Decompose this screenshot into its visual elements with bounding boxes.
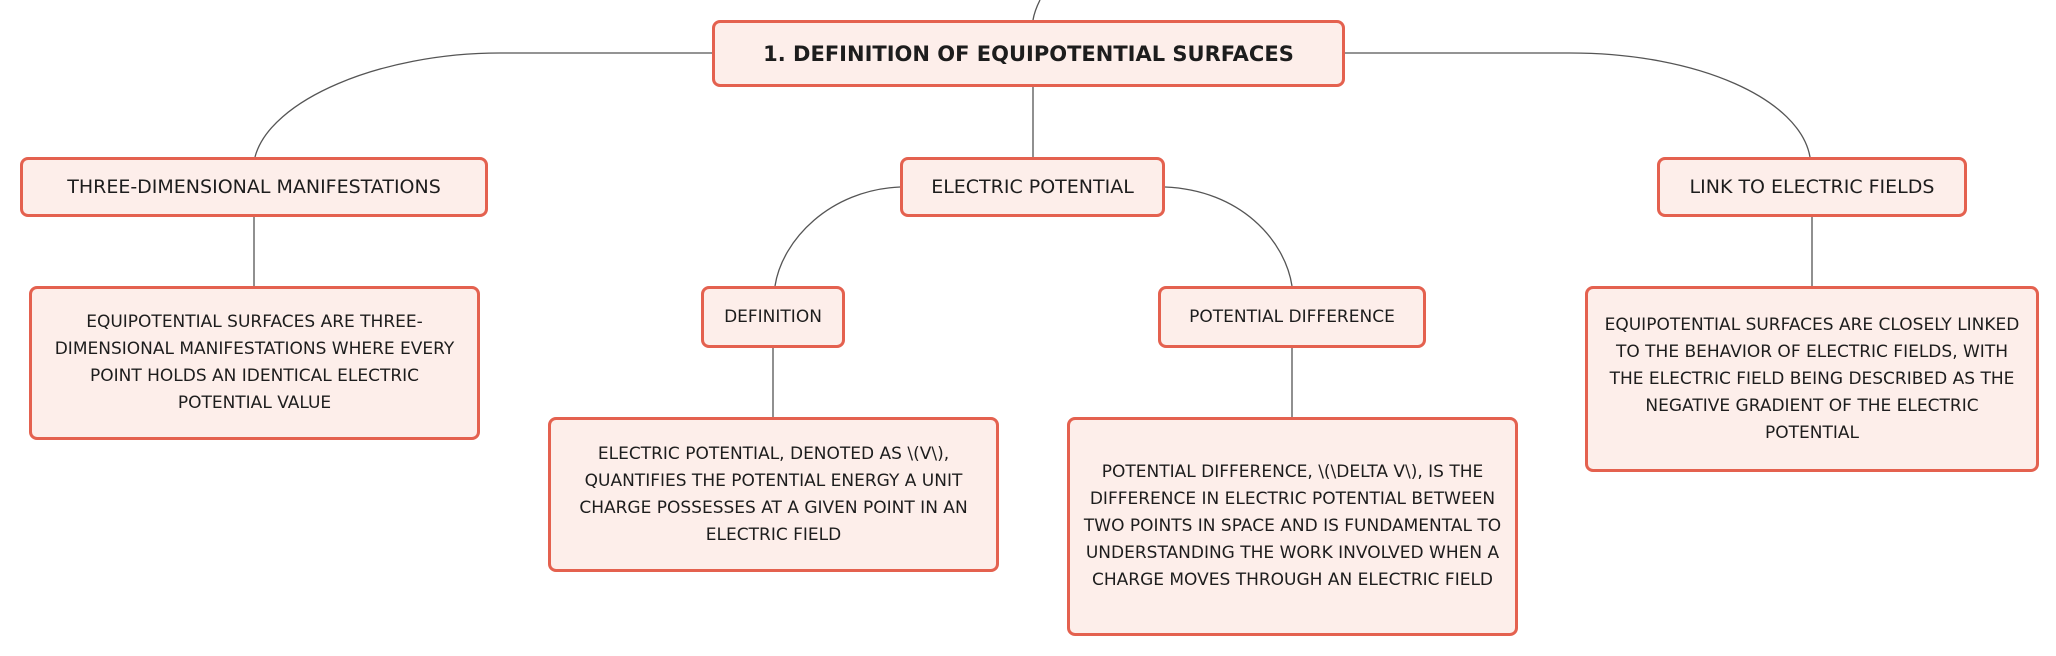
branch-label: THREE-DIMENSIONAL MANIFESTATIONS — [67, 176, 441, 198]
detail-text: EQUIPOTENTIAL SURFACES ARE THREE-DIMENSI… — [54, 312, 455, 413]
root-topic-node[interactable]: 1. DEFINITION OF EQUIPOTENTIAL SURFACES — [712, 20, 1345, 87]
connector-electric-potential-to-definition — [774, 186, 901, 287]
connector-root-to-three-dimensional — [254, 52, 712, 158]
detail-link-to-electric-fields[interactable]: EQUIPOTENTIAL SURFACES ARE CLOSELY LINKE… — [1585, 286, 2039, 472]
detail-three-dimensional-manifestations[interactable]: EQUIPOTENTIAL SURFACES ARE THREE-DIMENSI… — [29, 286, 480, 440]
root-topic-label: 1. DEFINITION OF EQUIPOTENTIAL SURFACES — [763, 41, 1294, 66]
detail-text: EQUIPOTENTIAL SURFACES ARE CLOSELY LINKE… — [1604, 314, 2020, 443]
branch-three-dimensional-manifestations[interactable]: THREE-DIMENSIONAL MANIFESTATIONS — [20, 157, 488, 217]
subtopic-potential-difference[interactable]: POTENTIAL DIFFERENCE — [1158, 286, 1426, 348]
subtopic-definition[interactable]: DEFINITION — [701, 286, 845, 348]
connector-electric-potential-to-potential-difference — [1164, 186, 1293, 287]
connector-root-to-link-electric-fields — [1345, 52, 1811, 158]
detail-definition[interactable]: ELECTRIC POTENTIAL, DENOTED AS \(V\), QU… — [548, 417, 999, 572]
detail-potential-difference[interactable]: POTENTIAL DIFFERENCE, \(\DELTA V\), IS T… — [1067, 417, 1518, 636]
detail-text: ELECTRIC POTENTIAL, DENOTED AS \(V\), QU… — [579, 443, 968, 545]
branch-link-to-electric-fields[interactable]: LINK TO ELECTRIC FIELDS — [1657, 157, 1967, 217]
branch-electric-potential[interactable]: ELECTRIC POTENTIAL — [900, 157, 1165, 217]
branch-label: ELECTRIC POTENTIAL — [931, 176, 1134, 198]
detail-text: POTENTIAL DIFFERENCE, \(\DELTA V\), IS T… — [1083, 462, 1502, 590]
subtopic-label: DEFINITION — [724, 307, 822, 327]
branch-label: LINK TO ELECTRIC FIELDS — [1689, 176, 1935, 198]
subtopic-label: POTENTIAL DIFFERENCE — [1189, 307, 1395, 327]
connector-top-stub — [1032, 0, 1041, 21]
